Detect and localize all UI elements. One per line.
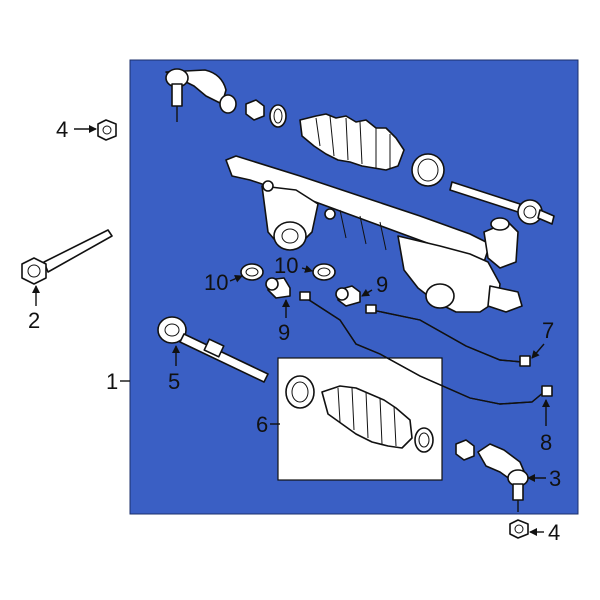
callout-4-bottom: 4 bbox=[548, 520, 560, 545]
inner-tie-rod-top bbox=[449, 181, 555, 225]
callout-9-left: 9 bbox=[278, 320, 290, 345]
outer-tie-rod-end-right bbox=[477, 443, 529, 512]
boot-clamp-small-top bbox=[269, 104, 287, 128]
callout-10-right: 10 bbox=[274, 253, 298, 278]
jam-nut-top bbox=[245, 99, 265, 121]
callout-7: 7 bbox=[542, 318, 554, 343]
callout-2: 2 bbox=[28, 308, 40, 333]
callout-1: 1 bbox=[106, 369, 118, 394]
callout-6: 6 bbox=[256, 412, 268, 437]
pressure-line bbox=[365, 304, 531, 367]
callout-4-top: 4 bbox=[56, 117, 68, 142]
callout-5: 5 bbox=[168, 369, 180, 394]
boot-clamp-small-inset bbox=[414, 427, 434, 453]
bellows-boot-inset bbox=[321, 385, 413, 449]
callout-3: 3 bbox=[549, 466, 561, 491]
callout-8: 8 bbox=[540, 430, 552, 455]
o-ring-right bbox=[312, 263, 336, 281]
bellows-boot-top bbox=[299, 113, 405, 171]
jam-nut-lower bbox=[455, 439, 475, 461]
return-line bbox=[299, 291, 553, 405]
steering-gear-housing bbox=[225, 155, 523, 313]
flange-nut-bottom bbox=[509, 519, 529, 539]
inner-tie-rod-lower bbox=[157, 316, 269, 383]
o-ring-left bbox=[240, 263, 264, 281]
boot-clamp-large-inset bbox=[285, 375, 315, 409]
outer-tie-rod-end-left bbox=[165, 68, 237, 122]
flange-nut-top bbox=[97, 119, 117, 141]
boot-clamp-large-top bbox=[411, 153, 445, 187]
callout-10-left: 10 bbox=[204, 270, 228, 295]
callout-9-right: 9 bbox=[376, 272, 388, 297]
fitting-left bbox=[265, 277, 291, 299]
fitting-right bbox=[335, 285, 361, 307]
bolt-left bbox=[21, 229, 113, 285]
